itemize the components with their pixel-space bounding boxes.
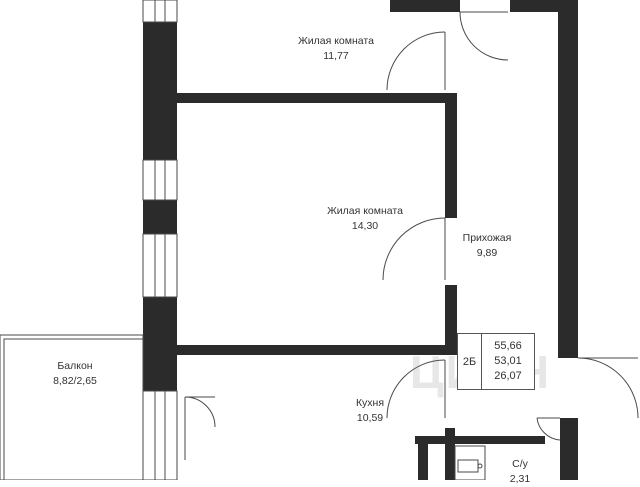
- room-area: 9,89: [476, 247, 498, 259]
- room-area: 8,82/2,65: [53, 375, 97, 387]
- apartment-summary-box: 2Б 55,66 53,01 26,07: [457, 333, 535, 390]
- area-list: 55,66 53,01 26,07: [482, 334, 534, 389]
- room-name: Жилая комната: [327, 205, 403, 217]
- balcony-outline: [0, 334, 144, 480]
- room-kitchen: Кухня 10,59: [340, 396, 400, 426]
- room-name: Жилая комната: [298, 35, 374, 47]
- room-hallway: Прихожая 9,89: [452, 231, 522, 261]
- room-name: Прихожая: [462, 232, 512, 244]
- room-name: Кухня: [355, 397, 385, 409]
- living-area: 53,01: [494, 355, 522, 367]
- room-living-2: Жилая комната 14,30: [320, 204, 410, 234]
- room-balcony: Балкон 8,82/2,65: [40, 359, 110, 389]
- room-area: 10,59: [356, 412, 384, 424]
- room-bathroom: С/у 2,31: [500, 457, 540, 487]
- interior-walls: [177, 0, 578, 480]
- room-living-1: Жилая комната 11,77: [291, 34, 381, 64]
- residential-area: 26,07: [494, 370, 522, 382]
- total-area: 55,66: [494, 340, 522, 352]
- doors: [184, 11, 639, 460]
- apartment-type: 2Б: [458, 334, 482, 389]
- bathroom-fixtures: [454, 445, 486, 480]
- room-area: 14,30: [351, 220, 379, 232]
- exterior-wall-left: [143, 22, 177, 391]
- room-name: Балкон: [57, 360, 93, 372]
- room-name: С/у: [512, 458, 528, 470]
- room-area: 11,77: [323, 50, 349, 62]
